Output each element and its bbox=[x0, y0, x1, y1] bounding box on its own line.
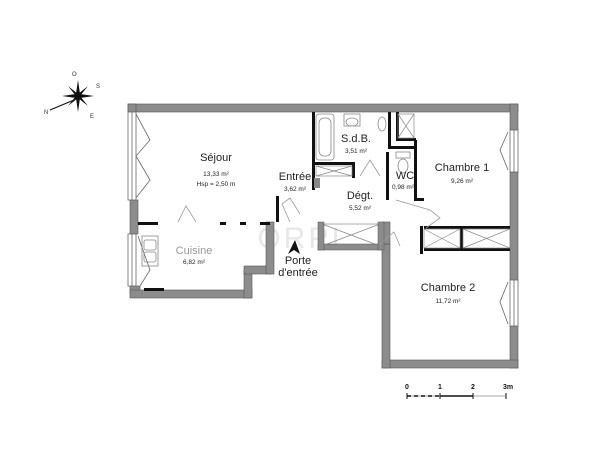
scale-tick-0: 0 bbox=[405, 384, 409, 391]
toilet-icon bbox=[397, 158, 409, 174]
room-sdb-name: S.d.B. bbox=[341, 133, 371, 145]
room-entree-name: Entrée bbox=[279, 171, 311, 183]
room-degt-area: 5,52 m² bbox=[349, 205, 372, 212]
interior-partitions bbox=[138, 112, 510, 291]
room-chambre1-area: 9,26 m² bbox=[451, 178, 474, 185]
kitchen-sink-icon bbox=[141, 235, 159, 267]
room-labels: Séjour 13,33 m² Hsp = 2,50 m Entrée 3,62… bbox=[176, 133, 490, 305]
entrance-label-line2: d'entrée bbox=[278, 267, 317, 279]
scale-bar: 0 1 2 3m bbox=[405, 384, 513, 399]
room-degt-name: Dégt. bbox=[347, 190, 373, 202]
room-sdb-area: 3,51 m² bbox=[345, 148, 368, 155]
room-sejour-area: 13,33 m² bbox=[203, 171, 229, 178]
bathtub-icon bbox=[315, 113, 335, 161]
compass-rose-icon: N O S E bbox=[44, 72, 100, 120]
scale-tick-1: 1 bbox=[438, 384, 442, 391]
degt-walls bbox=[317, 221, 385, 251]
room-chambre1-name: Chambre 1 bbox=[435, 162, 489, 174]
scale-tick-3m: 3m bbox=[503, 384, 513, 391]
bidet-icon bbox=[377, 116, 387, 132]
entrance-arrow-icon bbox=[288, 240, 300, 254]
room-cuisine-area: 6,82 m² bbox=[183, 259, 206, 266]
bathroom-fixtures bbox=[141, 113, 411, 267]
entrance-label-line1: Porte bbox=[285, 255, 311, 267]
room-entree-area: 3,62 m² bbox=[284, 186, 307, 193]
compass-east-label: E bbox=[90, 114, 94, 120]
room-wc-area: 0,98 m² bbox=[392, 184, 415, 191]
compass-north-label: N bbox=[44, 110, 48, 116]
compass-west-label: O bbox=[72, 72, 77, 78]
room-chambre2-area: 11,72 m² bbox=[435, 298, 461, 305]
closets bbox=[315, 113, 511, 249]
room-cuisine-name: Cuisine bbox=[176, 245, 213, 257]
room-wc-name: WC bbox=[396, 170, 414, 182]
room-chambre2-name: Chambre 2 bbox=[421, 282, 475, 294]
exterior-walls bbox=[127, 103, 519, 369]
scale-tick-2: 2 bbox=[471, 384, 475, 391]
room-sejour-height: Hsp = 2,50 m bbox=[197, 181, 236, 188]
door-swings bbox=[177, 159, 441, 247]
compass-south-label: S bbox=[96, 84, 100, 90]
room-sejour-name: Séjour bbox=[200, 152, 232, 164]
